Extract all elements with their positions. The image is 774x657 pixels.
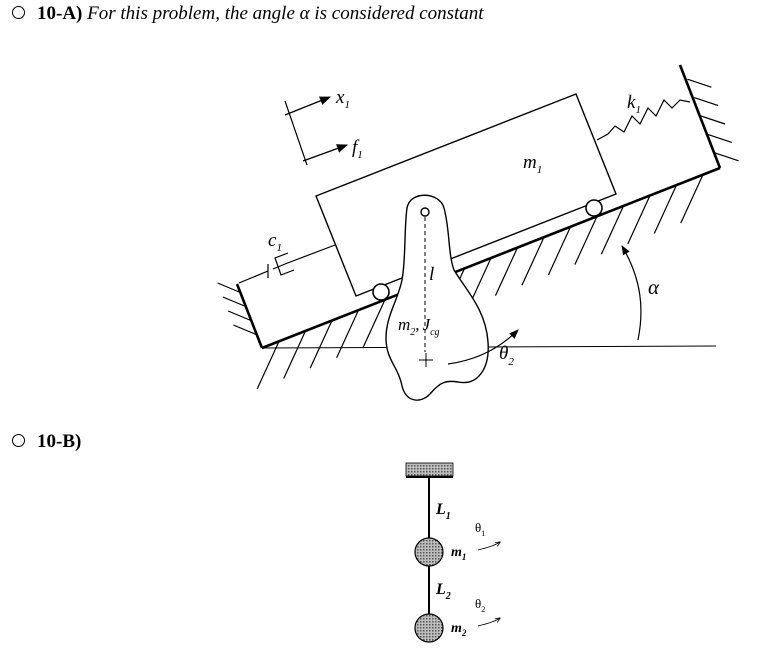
hatch-mark <box>680 174 704 224</box>
mass-m1-bob <box>414 537 444 567</box>
label-c1: c1 <box>268 230 282 254</box>
hatch-mark <box>336 309 360 359</box>
spring-k1 <box>596 98 691 141</box>
roller-right <box>585 199 603 217</box>
theta2-arrow <box>447 329 519 365</box>
bullet-icon <box>12 6 25 20</box>
hatch-mark <box>714 152 739 162</box>
hatch-mark <box>309 319 333 369</box>
hatch-mark <box>233 324 258 336</box>
right-wall-hatch <box>687 78 739 162</box>
label-L2: L2 <box>435 581 451 602</box>
label-m2: m2 <box>451 621 467 638</box>
problem-10a-heading: 10-A) For this problem, the angle α is c… <box>12 3 484 25</box>
pendulum-body <box>385 194 489 401</box>
label-m2-jcg: m2,Jcg <box>398 315 440 338</box>
f1-arrow <box>302 144 349 162</box>
damper-c1 <box>238 244 336 284</box>
hatch-mark <box>362 299 386 348</box>
theta2-arrow <box>477 618 500 627</box>
pivot-point <box>420 207 430 217</box>
label-k1: k1 <box>627 92 641 116</box>
hatch-mark <box>627 195 651 245</box>
label-alpha: α <box>648 275 660 299</box>
problem-10a-text: For this problem, the angle α is conside… <box>87 3 484 24</box>
hatch-mark <box>222 296 248 308</box>
hatch-mark <box>694 97 719 107</box>
hatch-mark <box>707 133 732 143</box>
label-L1: L1 <box>435 501 451 522</box>
theta1-arrow <box>477 542 500 551</box>
problem-10a-number: 10-A) <box>37 3 83 24</box>
hatch-mark <box>653 185 677 234</box>
problem-10b-number: 10-B) <box>37 431 82 452</box>
hatch-mark <box>521 237 545 286</box>
hatch-mark <box>217 282 242 294</box>
hatch-mark <box>283 330 307 379</box>
x1-arrow <box>284 96 332 116</box>
hatch-mark <box>547 226 571 276</box>
label-f1: f1 <box>352 137 363 161</box>
hatch-mark <box>687 78 712 88</box>
hatch-mark <box>256 340 280 390</box>
label-theta2: θ2 <box>475 596 485 614</box>
mass-m2-bob <box>414 613 444 643</box>
problem-10b-heading: 10-B) <box>12 431 81 453</box>
hatch-mark <box>700 115 726 125</box>
right-wall <box>678 64 722 169</box>
ceiling-support <box>405 462 454 477</box>
label-x1: x1 <box>335 87 350 111</box>
label-m1: m1 <box>523 152 542 176</box>
label-theta2: θ2 <box>499 343 514 368</box>
roller-left <box>372 283 390 301</box>
hatch-mark <box>600 205 624 255</box>
left-wall <box>235 283 264 349</box>
bullet-icon <box>12 434 25 448</box>
label-m1: m1 <box>451 545 466 562</box>
hatch-mark <box>574 216 598 265</box>
horizontal-reference-line <box>261 345 717 349</box>
diagram-10a: x1 f1 k1 m1 c1 l m2,Jcg θ2 α <box>217 64 739 401</box>
mass-m1-block <box>315 93 617 297</box>
label-l: l <box>429 264 434 285</box>
reference-line <box>284 100 308 166</box>
label-theta1: θ1 <box>475 520 485 538</box>
hatch-mark <box>494 247 519 296</box>
hatch-mark <box>227 310 253 322</box>
alpha-arrow <box>621 245 642 341</box>
left-wall-hatch <box>217 282 258 336</box>
